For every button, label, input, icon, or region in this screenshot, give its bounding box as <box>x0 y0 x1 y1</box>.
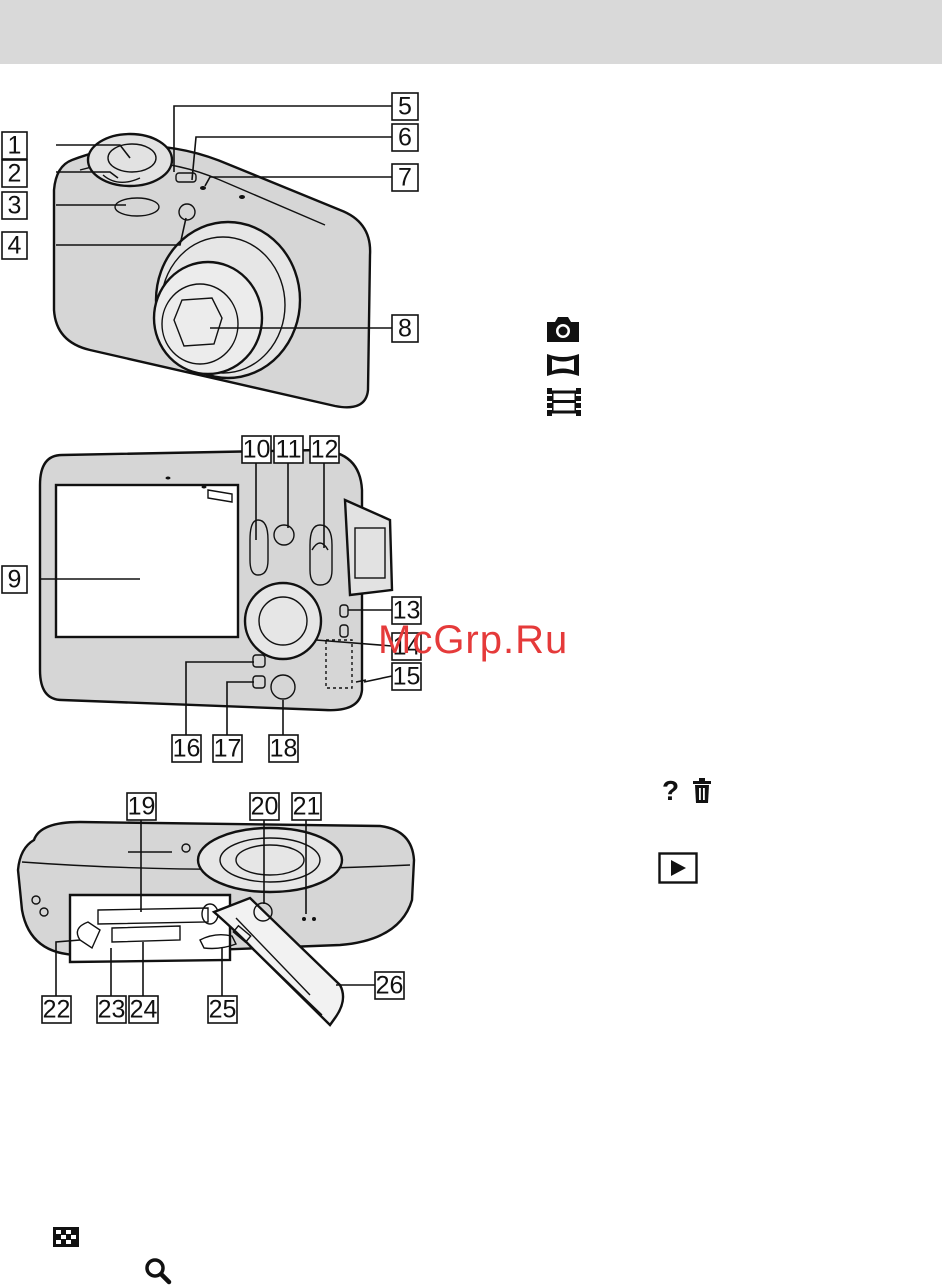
callout-25: 25 <box>208 996 237 1024</box>
callout-26: 26 <box>375 972 404 1000</box>
svg-text:23: 23 <box>98 996 126 1024</box>
camera-icon <box>545 314 581 344</box>
svg-text:21: 21 <box>293 793 321 821</box>
svg-text:19: 19 <box>128 793 156 821</box>
svg-text:3: 3 <box>8 192 22 220</box>
svg-text:10: 10 <box>243 436 271 464</box>
svg-text:8: 8 <box>398 315 412 343</box>
svg-text:4: 4 <box>8 232 22 260</box>
header-bar <box>0 0 942 64</box>
callout-17: 17 <box>213 735 242 763</box>
callout-4: 4 <box>2 232 27 260</box>
callout-5: 5 <box>392 93 418 121</box>
callout-15: 15 <box>392 663 421 691</box>
svg-text:15: 15 <box>393 663 421 691</box>
watermark: McGrp.Ru <box>378 618 568 663</box>
callout-23: 23 <box>97 996 126 1024</box>
callout-24: 24 <box>129 996 158 1024</box>
svg-text:12: 12 <box>311 436 339 464</box>
callout-3: 3 <box>2 192 27 220</box>
movie-film-icon <box>545 386 583 418</box>
magnifier-icon <box>143 1257 173 1285</box>
callout-18: 18 <box>269 735 298 763</box>
help-icon: ? <box>662 776 679 806</box>
camera-parts-diagram: 1 2 3 4 5 6 7 8 9 10 11 12 13 14 15 16 1… <box>0 64 942 1285</box>
svg-text:26: 26 <box>376 972 404 1000</box>
svg-text:25: 25 <box>209 996 237 1024</box>
svg-text:24: 24 <box>130 996 158 1024</box>
callout-12: 12 <box>310 436 339 464</box>
svg-text:2: 2 <box>8 160 22 188</box>
svg-text:1: 1 <box>8 132 22 160</box>
svg-text:5: 5 <box>398 93 412 121</box>
camera-front-view <box>54 134 370 407</box>
callout-11: 11 <box>274 436 303 464</box>
svg-text:11: 11 <box>276 436 302 464</box>
callout-10: 10 <box>242 436 271 464</box>
callout-22: 22 <box>42 996 71 1024</box>
callout-20: 20 <box>250 793 279 821</box>
callout-2: 2 <box>2 160 27 188</box>
svg-text:16: 16 <box>173 735 201 763</box>
index-grid-icon <box>52 1226 80 1248</box>
callout-7: 7 <box>392 164 418 192</box>
trash-icon <box>690 777 714 805</box>
callout-6: 6 <box>392 124 418 152</box>
svg-text:7: 7 <box>398 164 412 192</box>
callout-1: 1 <box>2 132 27 160</box>
svg-text:22: 22 <box>43 996 71 1024</box>
panorama-icon <box>545 352 581 378</box>
callout-19: 19 <box>127 793 156 821</box>
callout-8: 8 <box>392 315 418 343</box>
callout-21: 21 <box>292 793 321 821</box>
callout-16: 16 <box>172 735 201 763</box>
svg-text:20: 20 <box>251 793 279 821</box>
play-icon <box>658 852 698 884</box>
svg-text:18: 18 <box>270 735 298 763</box>
callout-9: 9 <box>2 566 27 594</box>
camera-back-view <box>40 450 392 710</box>
svg-text:17: 17 <box>214 735 242 763</box>
svg-text:6: 6 <box>398 124 412 152</box>
svg-text:9: 9 <box>8 566 22 594</box>
